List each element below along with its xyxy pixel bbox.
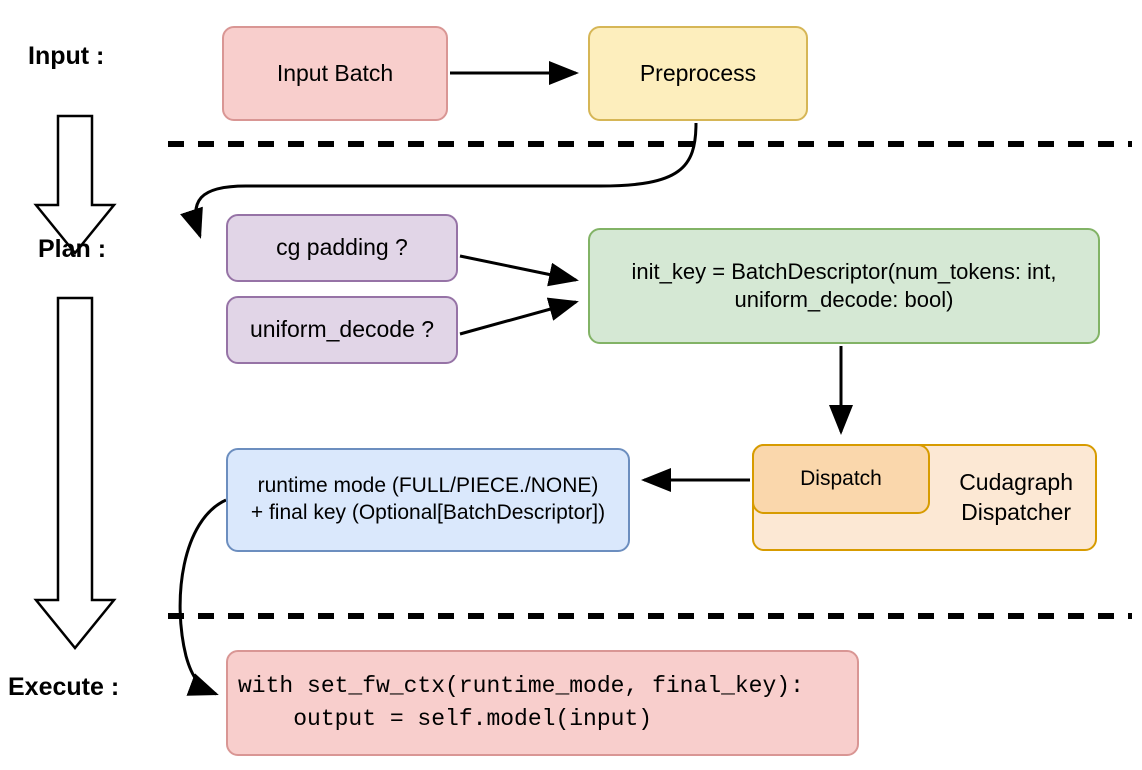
node-execute-code[interactable]: with set_fw_ctx(runtime_mode, final_key)…	[226, 650, 859, 756]
node-input-batch[interactable]: Input Batch	[222, 26, 448, 121]
node-dispatch[interactable]: Dispatch	[752, 444, 930, 514]
stage-label-input: Input :	[28, 42, 105, 70]
node-init-key[interactable]: init_key = BatchDescriptor(num_tokens: i…	[588, 228, 1100, 344]
node-uniform-decode[interactable]: uniform_decode ?	[226, 296, 458, 364]
stage-label-execute: Execute :	[8, 673, 120, 701]
edge-cg-padding-to-init-key	[459, 254, 579, 287]
edge-uniform-decode-to-init-key	[459, 297, 579, 336]
node-cg-padding[interactable]: cg padding ?	[226, 214, 458, 282]
edge-runtime-mode-to-execute-code	[178, 498, 227, 696]
node-runtime-mode[interactable]: runtime mode (FULL/PIECE./NONE) + final …	[226, 448, 630, 552]
stage-block-arrow-plan-to-execute	[33, 296, 117, 650]
node-preprocess[interactable]: Preprocess	[588, 26, 808, 121]
stage-label-plan: Plan :	[38, 235, 107, 263]
stage-block-arrow-input-to-plan	[33, 114, 117, 255]
